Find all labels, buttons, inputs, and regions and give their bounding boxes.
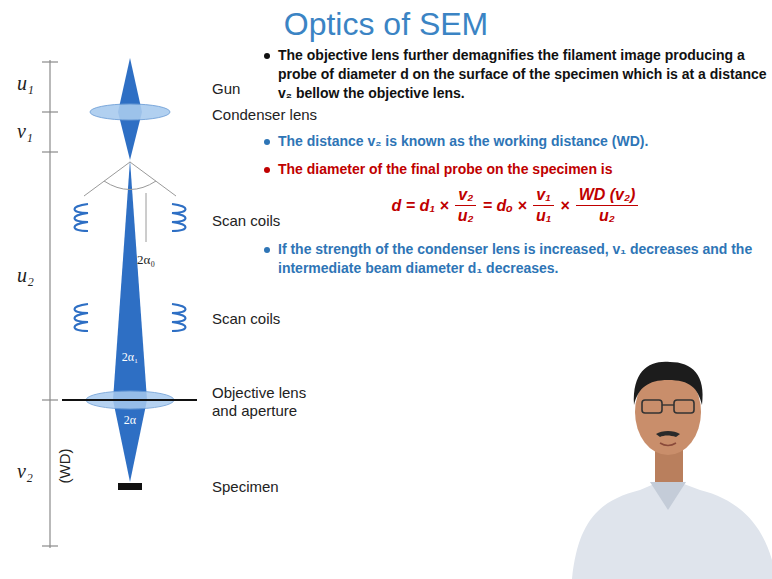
bullet-item: The distance v₂ is known as the working … (262, 132, 768, 151)
electron-beam (113, 160, 147, 482)
numerator: v₂ (455, 186, 476, 206)
part-name: Specimen (212, 478, 279, 495)
bullet-dot (262, 160, 278, 179)
scan-coils (75, 204, 186, 331)
formula-term: d = d₁ × (392, 197, 449, 215)
bullet-text: If the strength of the condenser lens is… (278, 240, 768, 278)
denominator: u₁ (533, 206, 554, 225)
numerator: WD (v₂) (576, 186, 639, 206)
angle-label: 2α₁ (122, 350, 138, 365)
bullet-dot (264, 247, 270, 253)
fraction: v₂u₂ (455, 186, 477, 225)
formula-term: × (560, 197, 569, 215)
bullet-dot (262, 240, 278, 259)
bullet-dot (262, 46, 278, 65)
bullet-text: The diameter of the final probe on the s… (278, 160, 768, 179)
bullet-item: The diameter of the final probe on the s… (262, 160, 768, 179)
specimen (118, 483, 142, 490)
aperture (62, 399, 197, 401)
bullet-dot (264, 167, 270, 173)
bullet-dot (262, 132, 278, 151)
part-name: Condenser lens (212, 106, 317, 123)
bullet-item: If the strength of the condenser lens is… (262, 240, 768, 278)
angle-label: 2α (124, 413, 136, 428)
part-name: Gun (212, 80, 240, 97)
part-name: Scan coils (212, 212, 280, 229)
bullet-text: The distance v₂ is known as the working … (278, 132, 768, 151)
part-name: Scan coils (212, 310, 280, 327)
distance-symbol: v₁ (17, 120, 33, 143)
angle-lines (84, 162, 176, 242)
part-name: Objective lens and aperture (212, 384, 312, 420)
distance-symbol: v₂ (17, 460, 33, 483)
formula-term: = dₒ × (483, 197, 527, 215)
denominator: u₂ (455, 206, 477, 225)
fraction: WD (v₂)u₂ (576, 186, 639, 225)
probe-diameter-formula: d = d₁ ×v₂u₂= dₒ ×v₁u₁×WD (v₂)u₂ (262, 186, 768, 225)
bullet-item: The objective lens further demagnifies t… (262, 46, 768, 103)
distance-symbol: u₁ (17, 72, 34, 95)
bullet-text: The objective lens further demagnifies t… (278, 46, 768, 103)
numerator: v₁ (533, 186, 554, 206)
angle-label: 2α₀ (137, 252, 155, 268)
bullet-dot (264, 139, 270, 145)
working-distance-label: (WD) (56, 449, 73, 484)
fraction: v₁u₁ (533, 186, 554, 225)
denominator: u₂ (596, 206, 618, 225)
presenter-figure (572, 362, 772, 579)
condenser-lens (90, 104, 170, 120)
distance-symbol: u₂ (17, 264, 34, 287)
slide-title: Optics of SEM (0, 6, 772, 43)
bullet-dot (264, 53, 270, 59)
